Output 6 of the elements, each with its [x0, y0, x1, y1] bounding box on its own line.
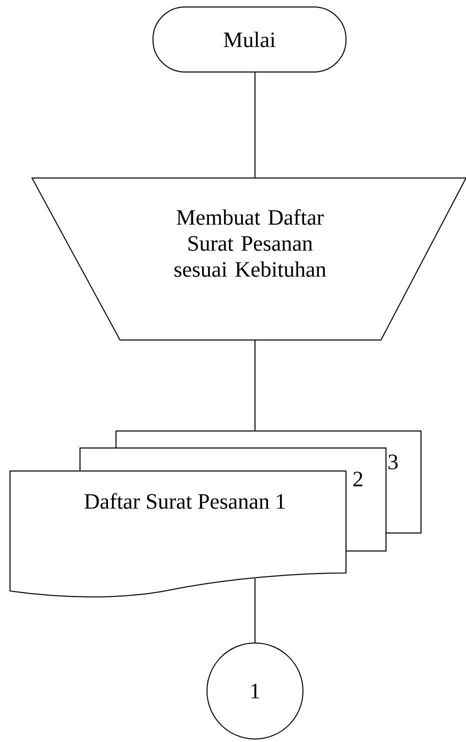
connector-line — [254, 72, 256, 178]
node-label: 2 — [353, 472, 362, 486]
start-terminal: Mulai — [152, 6, 346, 73]
node-label: 3 — [388, 454, 398, 470]
connector-line — [254, 578, 256, 643]
connector-line — [254, 340, 256, 431]
